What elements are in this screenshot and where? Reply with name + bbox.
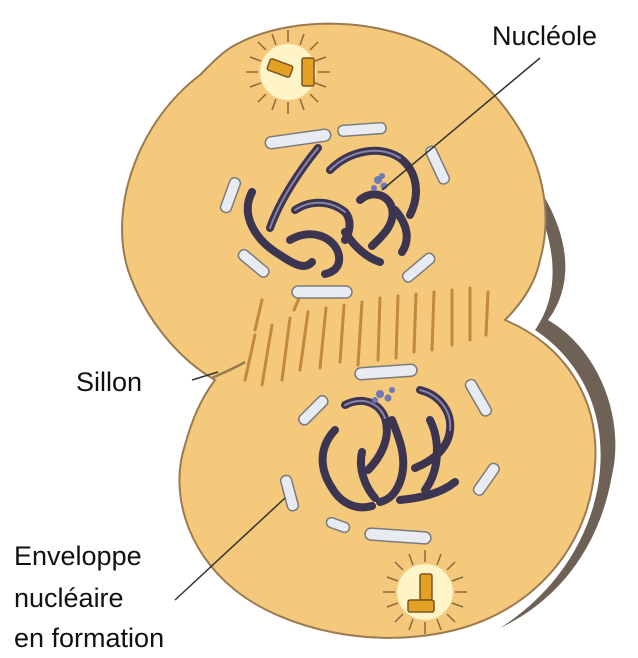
enveloppe-label-line-3: en formation bbox=[14, 622, 164, 654]
centriole-icon bbox=[420, 574, 432, 600]
centriole-icon bbox=[408, 600, 434, 612]
enveloppe-label-line-2: nucléaire bbox=[14, 582, 124, 614]
nucleole-label: Nucléole bbox=[492, 20, 597, 52]
sillon-label: Sillon bbox=[76, 366, 142, 398]
centriole-icon bbox=[302, 58, 314, 86]
enveloppe-label-line-1: Enveloppe bbox=[14, 540, 142, 572]
